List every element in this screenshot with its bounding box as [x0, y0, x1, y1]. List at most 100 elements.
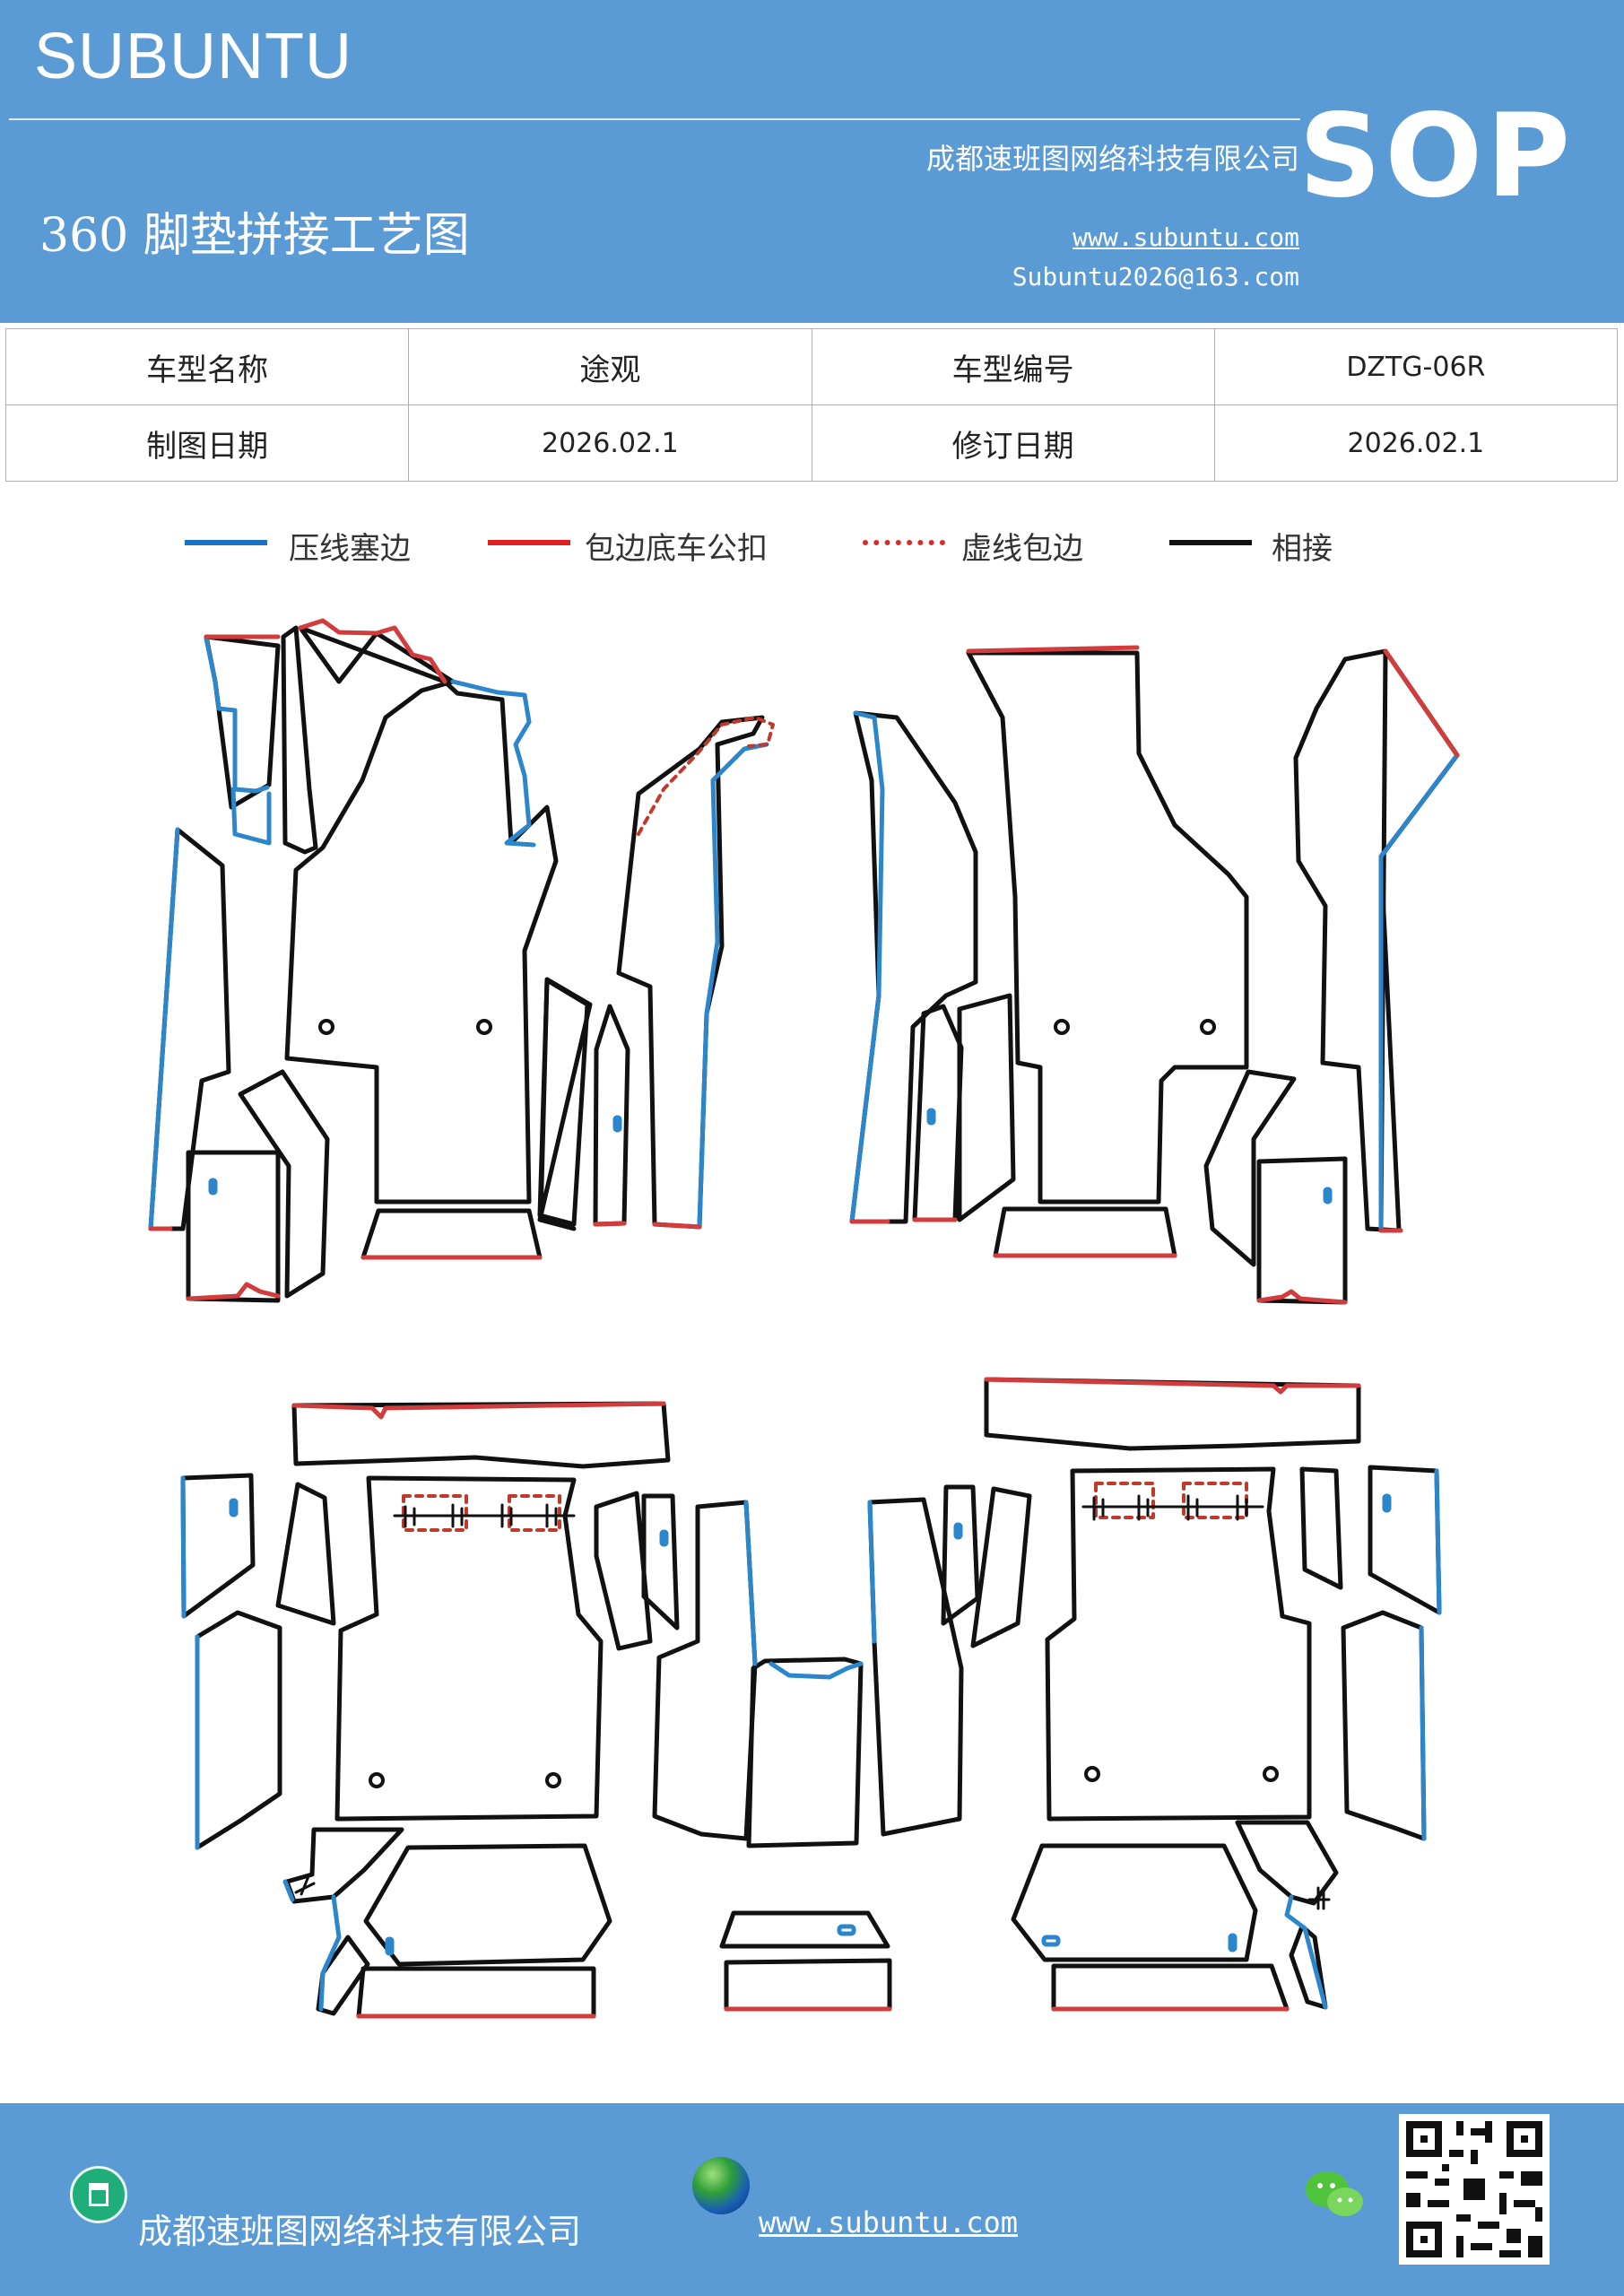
mat-piece [1341, 1610, 1427, 1841]
press-edge [282, 1879, 295, 1902]
mat-piece [970, 1486, 1032, 1648]
press-edge [867, 1500, 877, 1644]
table-cell: 车型名称 [4, 328, 410, 405]
mat-piece [1011, 1843, 1258, 1962]
mat-piece [594, 1491, 653, 1651]
mat-piece [719, 1910, 890, 1949]
mat-piece [652, 1500, 758, 1841]
hole-marker [1084, 1766, 1100, 1782]
press-slot [385, 1936, 395, 1956]
mat-piece [867, 1497, 964, 1837]
legend-label: 相接 [1272, 531, 1333, 567]
sop-badge: SOP [1298, 90, 1574, 223]
mat-piece [724, 1958, 892, 2012]
binding-edge [291, 1401, 666, 1420]
binding-edge [186, 1282, 281, 1301]
press-slot [953, 1522, 963, 1540]
mat-piece [360, 1208, 543, 1260]
mat-piece [356, 1966, 596, 2019]
mat-piece [537, 978, 590, 1227]
press-edge [743, 1500, 758, 1666]
dashed-binding-lines [402, 716, 1248, 1532]
mat-piece [363, 1843, 612, 1967]
table-row: 制图日期 2026.02.1 修订日期 2026.02.1 [4, 404, 1619, 482]
mat-piece [1368, 1465, 1442, 1615]
binding-edge [1383, 648, 1460, 758]
building-icon [70, 2166, 127, 2223]
table-cell: 2026.02.1 [1213, 404, 1619, 482]
press-edge [318, 1894, 342, 2012]
line-legend: 压线塞边 包边底车公扣 虚线包边 相接 [0, 520, 1624, 574]
mat-piece [993, 1206, 1177, 1258]
binding-edge [966, 645, 1140, 654]
press-edge [849, 710, 885, 1224]
press-slot [837, 1924, 856, 1936]
header-email[interactable]: Subuntu2026@163.com [1012, 262, 1299, 291]
press-edge [450, 679, 536, 848]
legend-swatch [1169, 540, 1252, 545]
mat-piece [616, 715, 765, 1230]
dashed-box [1094, 1482, 1155, 1519]
press-edge [1284, 1894, 1328, 2010]
press-slot [1228, 1933, 1238, 1952]
mat-piece [593, 1004, 630, 1227]
dashed-box [402, 1494, 468, 1532]
mat-piece [1203, 1069, 1297, 1267]
press-edge [204, 636, 270, 794]
hole-marker [318, 1019, 334, 1035]
dashed-box [508, 1494, 561, 1532]
press-slot [659, 1529, 669, 1547]
press-slot [1382, 1493, 1392, 1513]
globe-icon [692, 2157, 750, 2214]
mat-piece [1293, 648, 1460, 1233]
page-footer: 成都速班图网络科技有限公司 www.subuntu.com [0, 2103, 1624, 2296]
dashed-edge [637, 716, 775, 836]
mat-piece [291, 1401, 671, 1469]
qr-code[interactable] [1399, 2114, 1550, 2265]
mat-piece [1051, 1963, 1290, 2012]
header-company-name: 成都速班图网络科技有限公司 [925, 142, 1299, 176]
press-slot [926, 1108, 936, 1126]
legend-label: 压线塞边 [289, 531, 411, 567]
press-slot [612, 1115, 622, 1133]
clip-mark [1307, 1886, 1331, 1910]
press-edge [697, 742, 769, 1227]
hole-marker [1263, 1766, 1279, 1782]
binding-edge [593, 1221, 627, 1227]
press-edge [1419, 1625, 1427, 1841]
mat-piece [966, 650, 1249, 1205]
hole-marker [545, 1772, 561, 1788]
mat-piece [1045, 1466, 1312, 1822]
clip-mark [393, 1503, 576, 1528]
legend-label: 虚线包边 [961, 531, 1083, 567]
hole-marker [1200, 1019, 1216, 1035]
table-cell: 车型编号 [811, 328, 1215, 405]
press-edge [180, 1475, 187, 1619]
header-website-link[interactable]: www.subuntu.com [1073, 222, 1299, 252]
mat-piece [984, 1377, 1361, 1451]
legend-swatch [185, 540, 267, 545]
footer-website-link[interactable]: www.subuntu.com [759, 2205, 1018, 2239]
press-edge [769, 1661, 864, 1680]
hole-marker [369, 1772, 385, 1788]
clip-mark [1081, 1494, 1264, 1521]
mat-piece [1289, 1924, 1328, 2010]
page-header: SUBUNTU 成都速班图网络科技有限公司 360 脚垫拼接工艺图 www.su… [0, 0, 1624, 323]
mat-piece [912, 1004, 964, 1222]
mat-piece [275, 1482, 336, 1626]
mat-outlines [148, 625, 1460, 2019]
press-edge [1378, 752, 1460, 1233]
binding-edge [652, 1222, 702, 1230]
mat-piece [334, 1475, 604, 1822]
binding-edge [984, 1377, 1361, 1395]
binding-edge [298, 618, 447, 684]
mat-piece [284, 625, 559, 1205]
wechat-icon[interactable] [1302, 2168, 1367, 2222]
press-edge [230, 787, 272, 846]
mat-piece [180, 1473, 256, 1619]
press-slot [229, 1498, 239, 1518]
hole-marker [476, 1019, 492, 1035]
fastener-holes [318, 1019, 1279, 1788]
mat-piece [195, 1610, 282, 1850]
